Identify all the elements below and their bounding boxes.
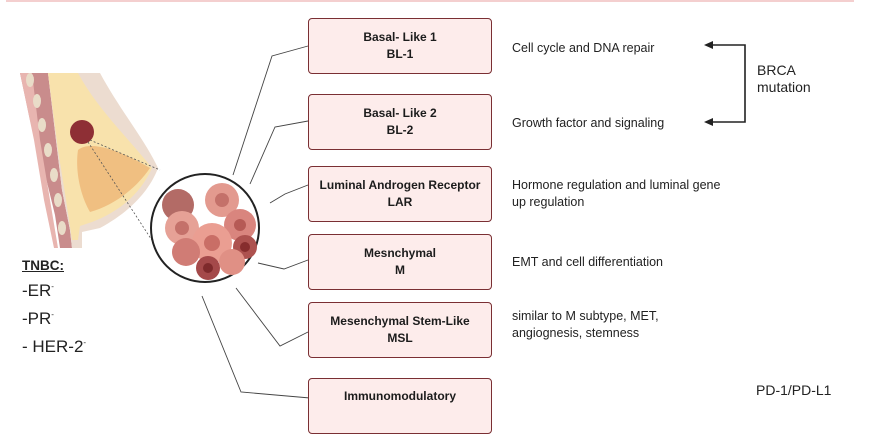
arrow-head-icon [704,41,713,49]
diagram-artwork [20,41,746,399]
marker-prefix: - [22,337,33,356]
marker-sup: - [51,310,54,319]
description-line: EMT and cell differentiation [512,255,664,269]
subtype-name: Luminal Androgen Receptor [319,178,481,192]
marker-name: ER [27,281,52,300]
breast-cross-section-icon [20,73,161,248]
description-m: EMT and cell differentiation [512,254,663,271]
marker-name: PR [27,309,52,328]
subtype-box-im: Immunomodulatory [308,378,492,434]
subtype-box-m: Mesnchymal M [308,234,492,290]
tnbc-legend: TNBC: -ER- -PR- - HER-2- [22,258,86,359]
description-line: Hormone regulation and luminal gene [512,178,721,192]
brca-mutation-label: BRCA mutation [757,62,811,96]
brca-label-line: BRCA [757,62,796,78]
pd1-pdl1-label: PD-1/PD-L1 [756,382,832,398]
subtype-name: Mesnchymal [363,246,437,260]
description-line: similar to M subtype, MET, [512,309,659,323]
marker-her2: - HER-2- [22,331,86,359]
subtype-abbr: MSL [387,331,413,345]
description-line: Growth factor and signaling [512,116,665,130]
description-bl1: Cell cycle and DNA repair [512,40,654,57]
subtype-box-lar: Luminal Androgen Receptor LAR [308,166,492,222]
top-divider [6,0,854,2]
brca-bracket-arrow-icon [710,44,746,123]
arrow-head-icon [704,118,713,126]
subtype-abbr: M [395,263,405,277]
subtype-box-msl: Mesenchymal Stem-Like MSL [308,302,492,358]
subtype-name: Immunomodulatory [343,389,456,403]
marker-prefix: - [22,281,28,300]
marker-sup: - [83,338,87,347]
marker-er: -ER- [22,275,86,303]
tumor-cell-cluster-icon [150,173,260,283]
subtype-name: Basal- Like 1 [363,30,437,44]
subtype-abbr: LAR [387,195,413,209]
description-bl2: Growth factor and signaling [512,115,664,132]
subtype-box-bl2: Basal- Like 2 BL-2 [308,94,492,150]
marker-pr: -PR- [22,303,86,331]
subtype-box-bl1: Basal- Like 1 BL-1 [308,18,492,74]
description-msl: similar to M subtype, MET, angiognesis, … [512,308,659,342]
marker-prefix: - [22,309,28,328]
description-line: angiognesis, stemness [512,326,640,340]
subtype-name: Basal- Like 2 [363,106,437,120]
marker-sup: - [51,282,54,291]
subtype-name: Mesenchymal Stem-Like [330,314,470,328]
subtype-abbr: BL-2 [386,123,414,137]
subtype-abbr: BL-1 [386,47,414,61]
connector-lines [201,45,311,399]
description-lar: Hormone regulation and luminal gene up r… [512,177,720,211]
marker-name: HER-2 [32,337,84,356]
brca-label-line: mutation [757,79,811,95]
description-line: Cell cycle and DNA repair [512,41,655,55]
description-line: up regulation [512,195,585,209]
tnbc-title: TNBC: [22,258,64,273]
